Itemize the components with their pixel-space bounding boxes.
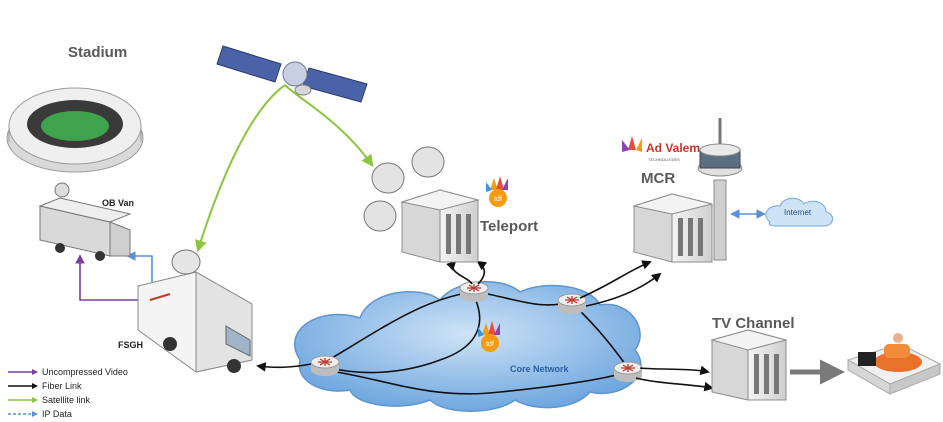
satellite-links (195, 84, 374, 253)
stadium-label: Stadium (68, 44, 128, 61)
router-teleport (459, 281, 489, 302)
internet-cloud (765, 197, 833, 227)
legend-item-satellite-link: Satellite link (8, 393, 128, 407)
core-network-cloud (293, 280, 642, 412)
fsgh-van-image (137, 249, 253, 373)
advalem-subtext: TECHNOLOGIES (648, 157, 680, 162)
legend-label: Fiber Link (42, 381, 82, 391)
core-network-label: Core Network (510, 364, 569, 374)
tdf-text-teleport: tdf (494, 196, 502, 203)
teleport-label: Teleport (480, 218, 539, 235)
tv-channel-building (710, 329, 788, 401)
tdf-logo-teleport: tdf (486, 176, 508, 207)
tdf-text-core: tdf (486, 341, 494, 348)
legend-swatch-ip (8, 411, 38, 417)
fiber-links-edge (256, 260, 714, 392)
ob-van-label: OB Van (102, 198, 135, 208)
teleport-dishes (363, 146, 445, 232)
legend-swatch-uncompressed (8, 369, 38, 375)
legend-label: Satellite link (42, 395, 91, 405)
home-viewers-image (846, 333, 942, 395)
legend-swatch-fiber (8, 383, 38, 389)
mcr-building (632, 193, 713, 263)
legend-item-fiber-link: Fiber Link (8, 379, 128, 393)
stadium-image (6, 87, 144, 173)
ob-van-image (38, 182, 132, 261)
internet-label: Internet (784, 208, 812, 217)
ob-fsgh-links (75, 251, 153, 301)
mcr-tower (697, 118, 743, 261)
router-tv (613, 361, 643, 382)
legend-label: Uncompressed Video (42, 367, 128, 377)
tdf-logo-core: tdf (478, 321, 500, 352)
legend: Uncompressed Video Fiber Link Satellite … (8, 365, 128, 421)
fsgh-label: FSGH (118, 340, 144, 350)
legend-label: IP Data (42, 409, 72, 419)
router-mcr (557, 293, 587, 314)
satellite-image (216, 45, 368, 103)
legend-item-uncompressed-video: Uncompressed Video (8, 365, 128, 379)
router-fsgh (310, 355, 340, 376)
advalem-text: Ad Valem (646, 141, 700, 155)
mcr-label: MCR (641, 170, 676, 187)
legend-swatch-satellite (8, 397, 38, 403)
legend-item-ip-data: IP Data (8, 407, 128, 421)
advalem-logo: Ad Valem TECHNOLOGIES (622, 136, 700, 162)
tv-channel-label: TV Channel (712, 315, 795, 332)
teleport-building (400, 189, 480, 263)
